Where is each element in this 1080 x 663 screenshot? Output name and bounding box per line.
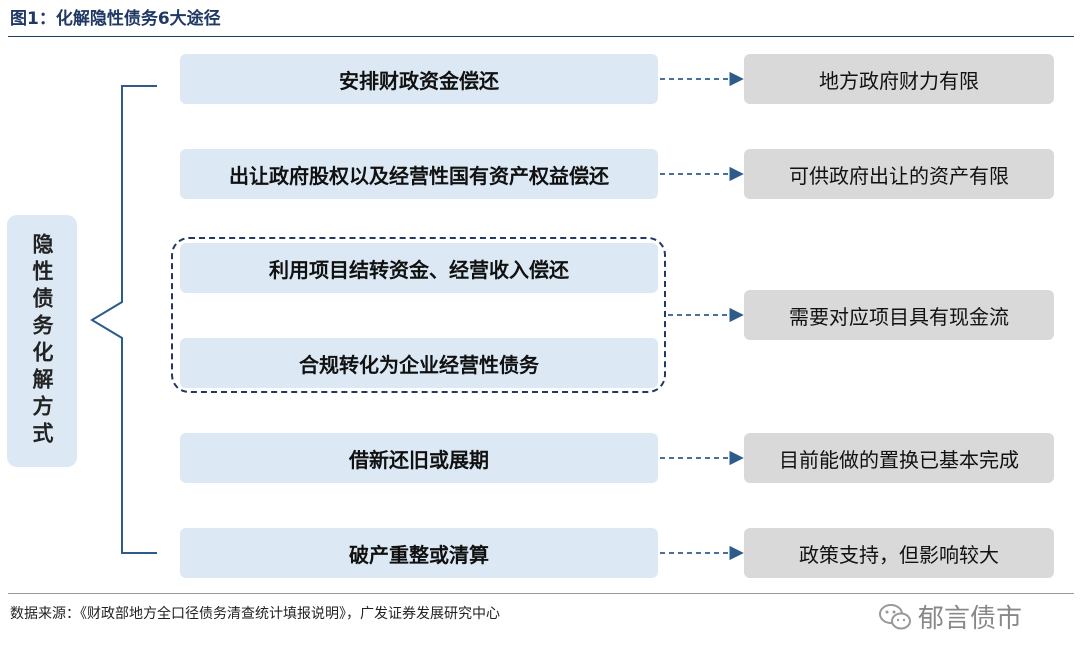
method-box-5: 借新还旧或展期 [180, 433, 658, 483]
brace [90, 85, 157, 554]
wechat-icon [879, 603, 911, 629]
watermark: 郁言债市 [878, 598, 1022, 635]
grouped-methods-outline [171, 237, 666, 393]
method-box-4: 合规转化为企业经营性债务 [180, 338, 658, 388]
method-box-2: 出让政府股权以及经营性国有资产权益偿还 [180, 149, 658, 199]
top-rule [8, 36, 1074, 37]
method-box-1: 安排财政资金偿还 [180, 54, 658, 104]
constraint-box-1: 地方政府财力有限 [744, 54, 1054, 104]
source-note: 数据来源：《财政部地方全口径债务清查统计填报说明》，广发证券发展研究中心 [10, 606, 500, 622]
side-category-label: 隐性债务化解方式 [30, 233, 55, 449]
method-box-3: 利用项目结转资金、经营收入偿还 [180, 243, 658, 293]
constraint-box-4: 目前能做的置换已基本完成 [744, 433, 1054, 483]
method-box-6: 破产重整或清算 [180, 528, 658, 578]
side-category-box: 隐性债务化解方式 [7, 215, 77, 467]
bottom-rule [8, 593, 1074, 594]
figure-title: 图1：化解隐性债务6大途径 [10, 9, 221, 29]
constraint-box-5: 政策支持，但影响较大 [744, 528, 1054, 578]
constraint-box-3: 需要对应项目具有现金流 [744, 290, 1054, 340]
watermark-text: 郁言债市 [918, 604, 1023, 634]
constraint-box-2: 可供政府出让的资产有限 [744, 149, 1054, 199]
